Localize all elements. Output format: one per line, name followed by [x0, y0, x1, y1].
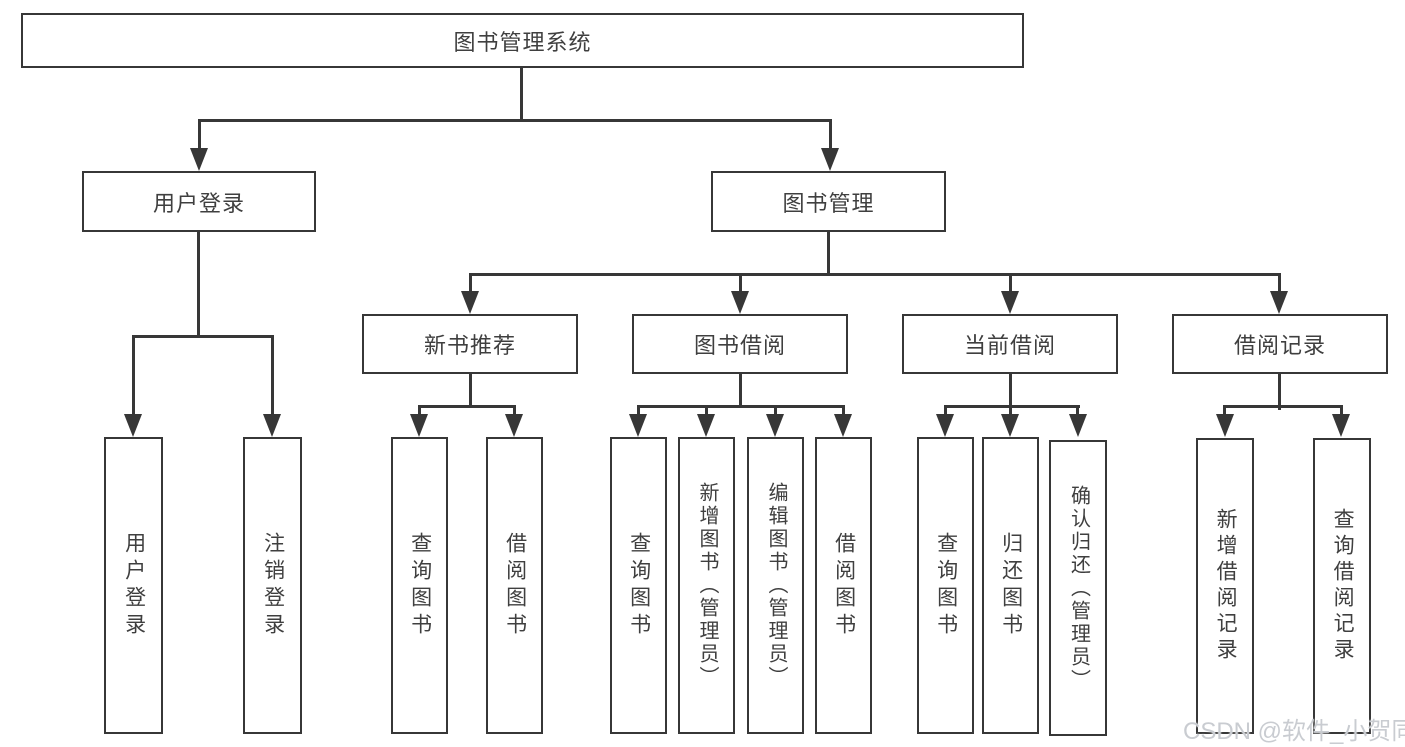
- connector-line: [418, 405, 421, 417]
- connector-line: [1076, 405, 1079, 417]
- connector-line: [469, 372, 472, 408]
- arrow-down-icon: [190, 148, 208, 171]
- node-bw-add: 新增图书（管理员）: [678, 437, 735, 734]
- arrow-down-icon: [1001, 291, 1019, 314]
- node-book-mgmt: 图书管理: [711, 171, 946, 232]
- node-new-book-label: 新书推荐: [423, 333, 516, 358]
- arrow-down-icon: [505, 414, 523, 437]
- arrow-down-icon: [1216, 414, 1234, 437]
- connector-line: [1009, 405, 1012, 417]
- node-user-login: 用户登录: [82, 171, 316, 232]
- connector-line: [1278, 372, 1281, 410]
- connector-line: [132, 335, 135, 416]
- connector-line: [132, 335, 274, 338]
- arrow-down-icon: [1270, 291, 1288, 314]
- csdn-watermark: CSDN @软件_小贺同学: [1183, 718, 1405, 745]
- connector-line: [1340, 405, 1343, 417]
- connector-line: [637, 405, 640, 417]
- connector-line: [1009, 372, 1012, 408]
- arrow-down-icon: [731, 291, 749, 314]
- node-bw-edit-label: 编辑图书（管理员）: [765, 482, 787, 689]
- arrow-down-icon: [1001, 414, 1019, 437]
- node-current: 当前借阅: [902, 314, 1118, 374]
- connector-line: [637, 405, 845, 408]
- connector-line: [739, 372, 742, 408]
- node-borrow: 图书借阅: [632, 314, 848, 374]
- arrow-down-icon: [697, 414, 715, 437]
- node-bw-add-label: 新增图书（管理员）: [696, 482, 718, 689]
- node-nb-query-label: 查询图书: [408, 531, 432, 640]
- node-ul-login-label: 用户登录: [122, 531, 146, 640]
- node-cu-query-label: 查询图书: [934, 531, 958, 640]
- node-book-mgmt-label: 图书管理: [782, 190, 875, 216]
- arrow-down-icon: [461, 291, 479, 314]
- connector-line: [197, 231, 200, 338]
- node-ul-logout-label: 注销登录: [261, 531, 285, 640]
- node-record: 借阅记录: [1172, 314, 1388, 374]
- connector-line: [469, 273, 1281, 276]
- arrow-down-icon: [766, 414, 784, 437]
- connector-line: [513, 405, 516, 417]
- node-user-login-label: 用户登录: [152, 190, 245, 216]
- node-root-label: 图书管理系统: [453, 29, 592, 55]
- node-bw-edit: 编辑图书（管理员）: [747, 437, 804, 734]
- connector-line: [829, 119, 832, 150]
- connector-line: [827, 231, 830, 276]
- connector-line: [842, 405, 845, 417]
- arrow-down-icon: [410, 414, 428, 437]
- connector-line: [198, 119, 832, 122]
- node-record-label: 借阅记录: [1233, 333, 1326, 358]
- node-rc-add: 新增借阅记录: [1196, 438, 1254, 734]
- node-bw-query-label: 查询图书: [627, 531, 651, 640]
- connector-line: [1223, 405, 1226, 417]
- connector-line: [271, 335, 274, 416]
- connector-line: [520, 66, 523, 122]
- arrow-down-icon: [936, 414, 954, 437]
- node-bw-query: 查询图书: [610, 437, 667, 734]
- connector-line: [705, 405, 708, 417]
- connector-line: [1223, 405, 1343, 408]
- node-borrow-label: 图书借阅: [693, 333, 786, 358]
- node-cu-confirm: 确认归还（管理员）: [1049, 440, 1107, 736]
- node-bw-borrow: 借阅图书: [815, 437, 872, 734]
- connector-line: [418, 405, 516, 408]
- node-cu-confirm-label: 确认归还（管理员）: [1067, 484, 1090, 692]
- arrow-down-icon: [263, 414, 281, 437]
- node-new-book: 新书推荐: [362, 314, 578, 374]
- connector-line: [1278, 273, 1281, 293]
- node-cu-return-label: 归还图书: [999, 531, 1023, 640]
- arrow-down-icon: [629, 414, 647, 437]
- arrow-down-icon: [834, 414, 852, 437]
- node-current-label: 当前借阅: [963, 333, 1056, 358]
- node-nb-query: 查询图书: [391, 437, 448, 734]
- node-ul-logout: 注销登录: [243, 437, 302, 734]
- node-rc-add-label: 新增借阅记录: [1214, 508, 1238, 664]
- connector-line: [944, 405, 1080, 408]
- arrow-down-icon: [1332, 414, 1350, 437]
- node-cu-return: 归还图书: [982, 437, 1039, 734]
- node-rc-query: 查询借阅记录: [1313, 438, 1371, 734]
- connector-line: [1009, 273, 1012, 293]
- connector-line: [944, 405, 947, 417]
- connector-line: [198, 119, 201, 150]
- node-bw-borrow-label: 借阅图书: [832, 531, 856, 640]
- connector-line: [774, 405, 777, 417]
- node-rc-query-label: 查询借阅记录: [1331, 508, 1355, 664]
- connector-line: [739, 273, 742, 293]
- arrow-down-icon: [1069, 414, 1087, 437]
- node-root: 图书管理系统: [21, 13, 1024, 68]
- arrow-down-icon: [124, 414, 142, 437]
- connector-line: [469, 273, 472, 293]
- node-cu-query: 查询图书: [917, 437, 974, 734]
- arrow-down-icon: [821, 148, 839, 171]
- node-ul-login: 用户登录: [104, 437, 163, 734]
- node-nb-borrow-label: 借阅图书: [503, 531, 527, 640]
- node-nb-borrow: 借阅图书: [486, 437, 543, 734]
